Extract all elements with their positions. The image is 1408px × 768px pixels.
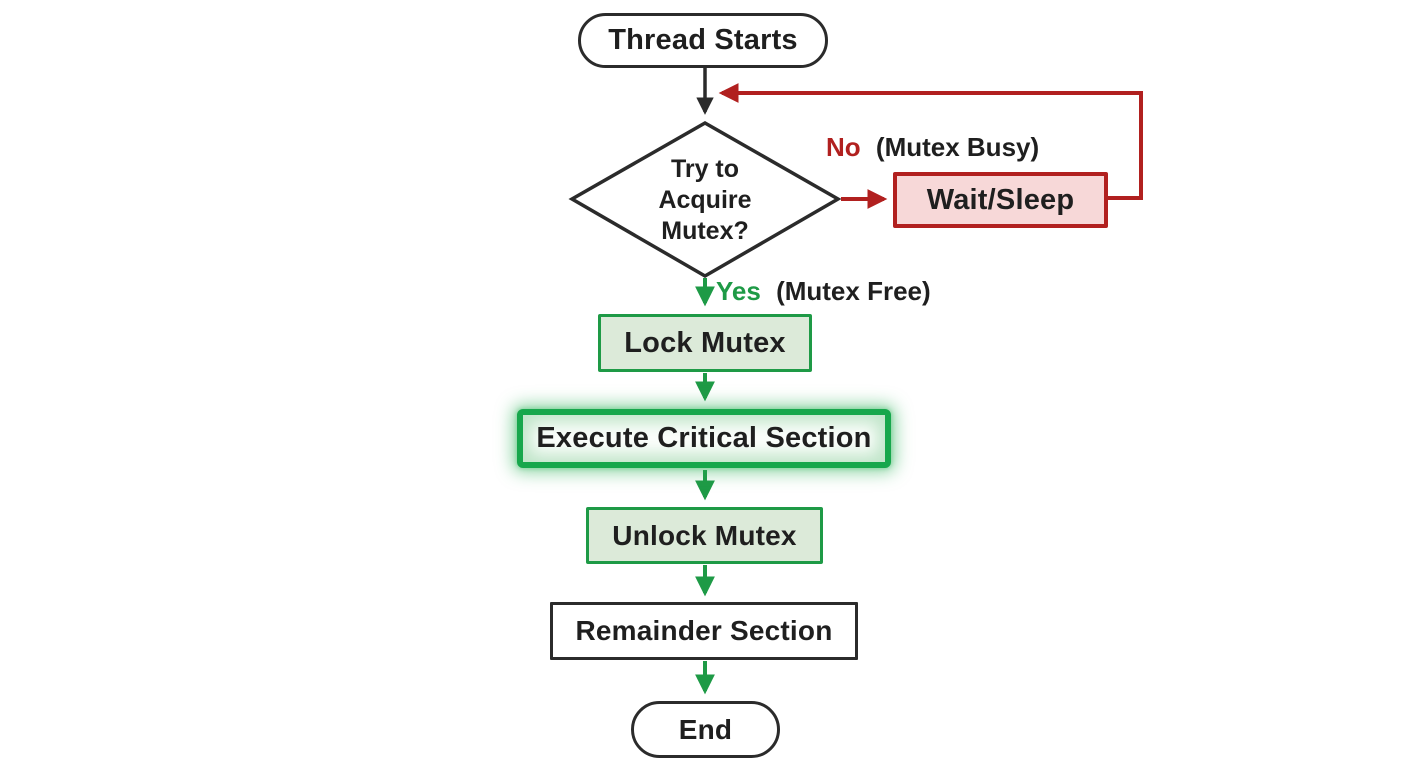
edge-label-yes: Yes (Mutex Free)	[716, 276, 931, 307]
edge-no-note: (Mutex Busy)	[875, 132, 1040, 162]
node-remainder-section-label: Remainder Section	[575, 615, 833, 646]
edge-no-keyword: No	[826, 132, 861, 162]
node-lock-mutex: Lock Mutex	[598, 314, 812, 372]
node-unlock-mutex-label: Unlock Mutex	[612, 519, 797, 551]
node-end: End	[631, 701, 780, 758]
edge-yes-note: (Mutex Free)	[776, 276, 931, 306]
node-execute-critical-section-label: Execute Critical Section	[536, 422, 872, 454]
node-wait-sleep-label: Wait/Sleep	[926, 183, 1075, 216]
edge-label-no: No (Mutex Busy)	[826, 132, 1039, 163]
node-decision-label: Try to Acquire Mutex?	[658, 154, 752, 245]
edge-yes-keyword: Yes	[716, 276, 761, 306]
node-lock-mutex-label: Lock Mutex	[624, 326, 786, 359]
node-thread-starts-label: Thread Starts	[608, 24, 798, 56]
node-unlock-mutex: Unlock Mutex	[586, 507, 823, 564]
node-wait-sleep: Wait/Sleep	[893, 172, 1108, 228]
node-execute-critical-section: Execute Critical Section	[517, 409, 891, 468]
node-remainder-section: Remainder Section	[550, 602, 858, 660]
node-end-label: End	[678, 713, 733, 745]
node-thread-starts: Thread Starts	[578, 13, 828, 68]
